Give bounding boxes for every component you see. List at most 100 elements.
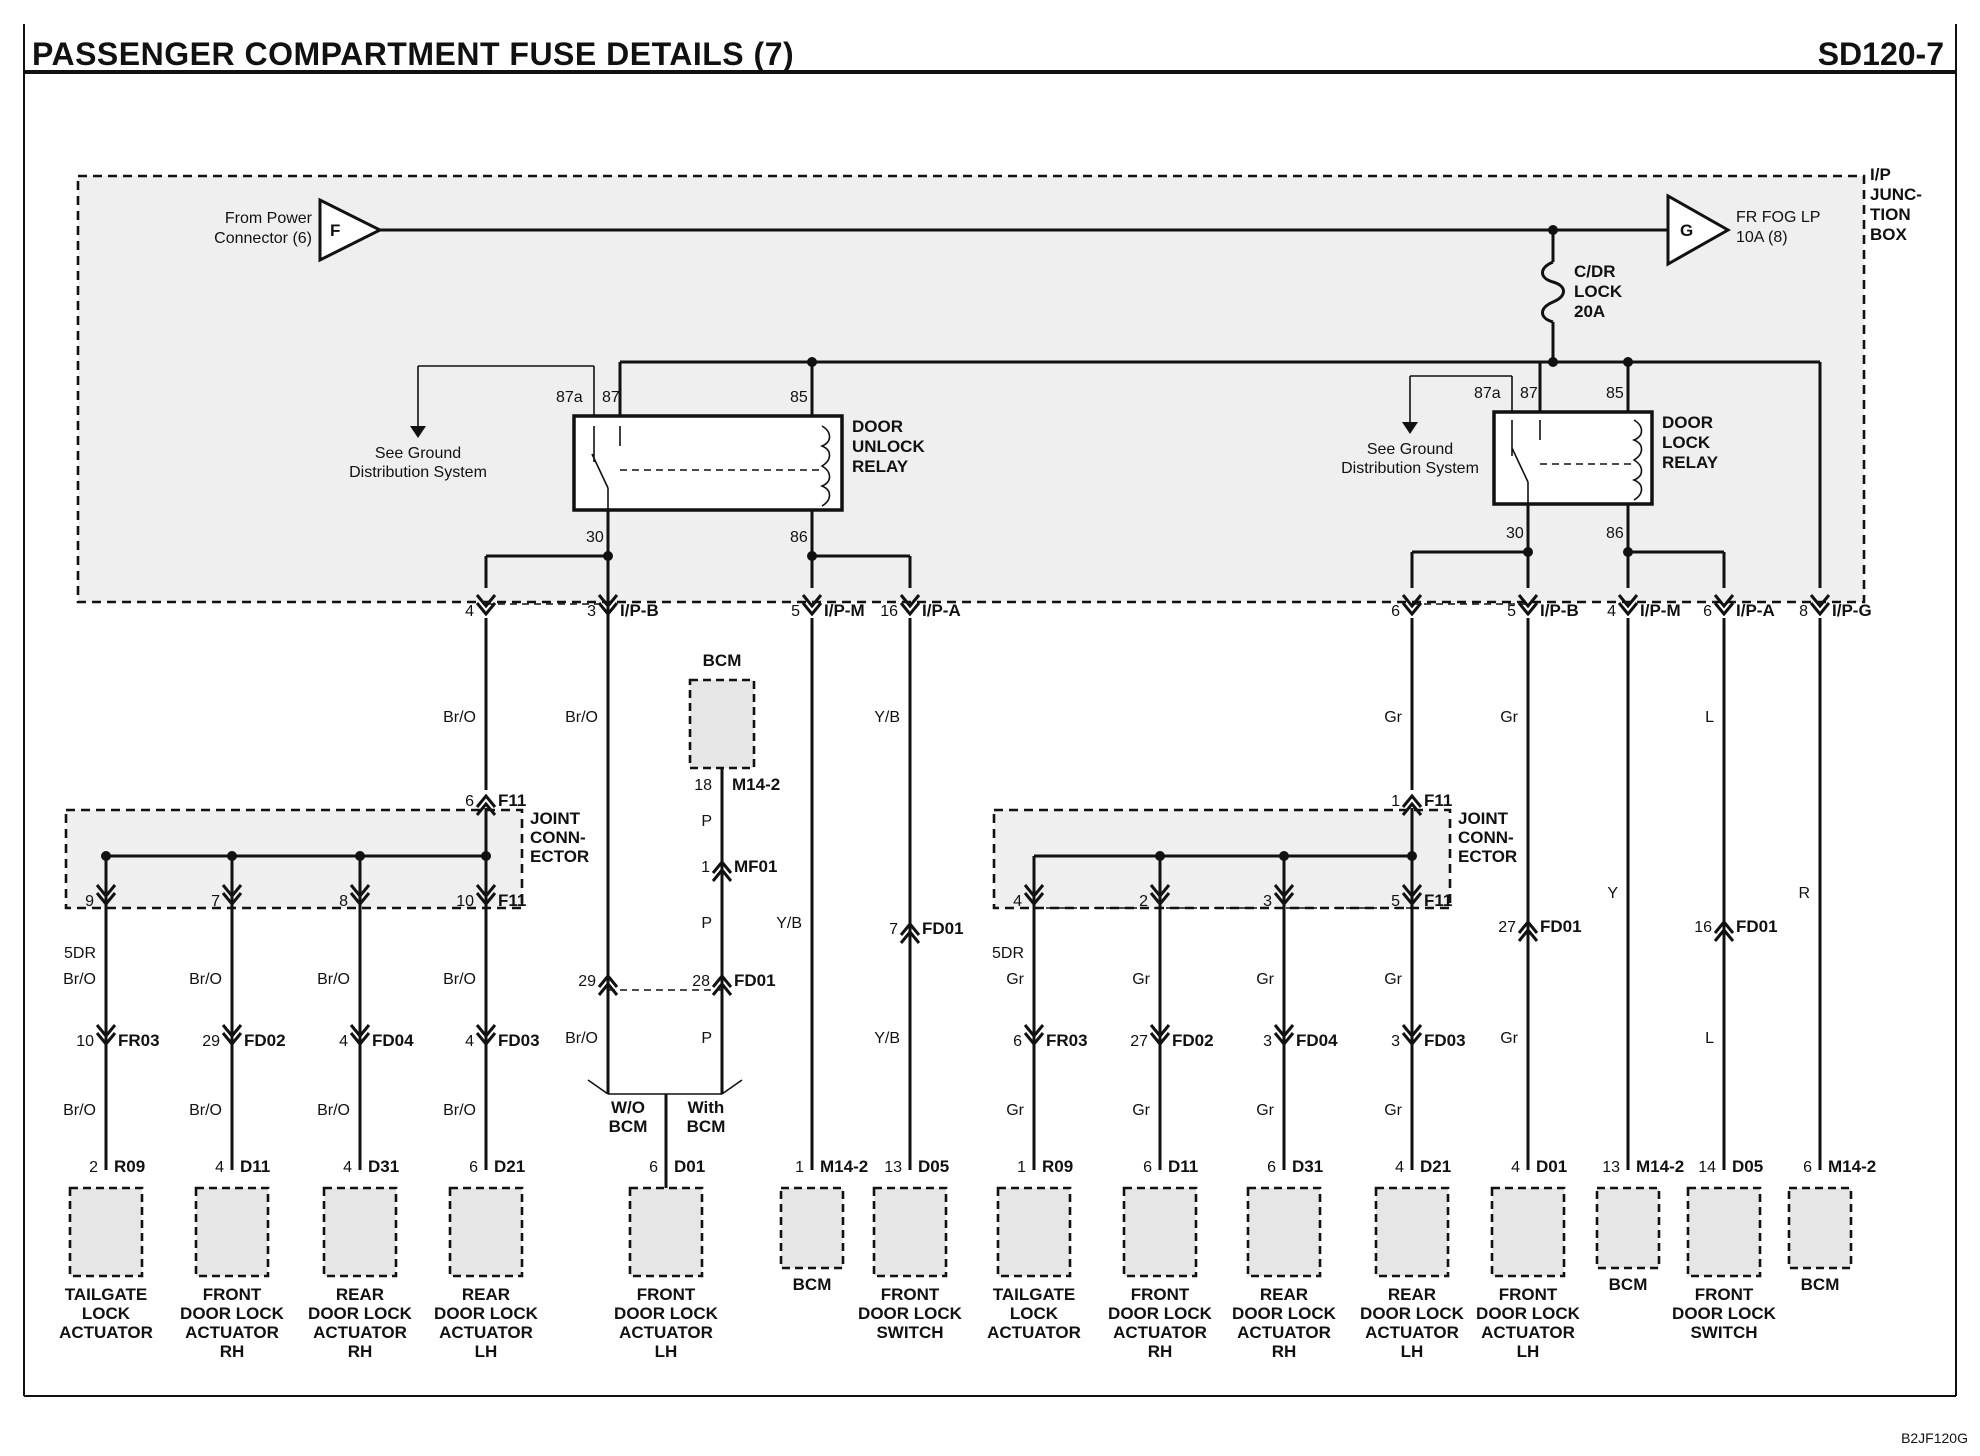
component-pin: 4 <box>1395 1159 1404 1176</box>
lock-pin-30: 30 <box>1506 525 1524 542</box>
joint-left-label-3: ECTOR <box>530 847 589 866</box>
component-box <box>1490 1186 1566 1278</box>
connector-chevron-icon <box>1617 594 1639 609</box>
connector-chevron-icon <box>1713 927 1735 942</box>
connector-chevron-icon <box>475 602 497 617</box>
connector-chevron-icon <box>1273 892 1295 907</box>
power-in-letter: F <box>330 221 340 240</box>
connector-chevron-icon <box>597 981 619 996</box>
wire-color-label: Br/O <box>189 971 222 988</box>
component-conn: R09 <box>114 1157 145 1176</box>
connector-chevron-icon <box>1809 594 1831 609</box>
connector-chevron-icon <box>95 1032 117 1047</box>
lock-relay-coil <box>1631 419 1643 501</box>
connector-chevron-icon <box>711 859 733 874</box>
joint-right-label-3: ECTOR <box>1458 847 1517 866</box>
fd01-c-conn: FD01 <box>1736 917 1778 936</box>
connector-chevron-icon <box>1713 919 1735 934</box>
wire-color-label: Gr <box>1384 709 1402 726</box>
junction-box-fill <box>78 176 1864 602</box>
joint-left-out-pin: 7 <box>211 893 220 910</box>
jbox-label-1: I/P <box>1870 165 1891 184</box>
component-name: TAILGATE <box>993 1285 1075 1304</box>
connector-chevron-icon <box>1023 892 1045 907</box>
right-mid-conn-conn: FR03 <box>1046 1031 1088 1050</box>
connector-chevron-icon <box>711 981 733 996</box>
fd01-a-conn: FD01 <box>922 919 964 938</box>
component-name: ACTUATOR <box>185 1323 279 1342</box>
unlock-pin-30: 30 <box>586 529 604 546</box>
component-name: LOCK <box>1010 1304 1059 1323</box>
component-name: ACTUATOR <box>59 1323 153 1342</box>
bcm-module <box>779 1186 845 1270</box>
component-name: DOOR LOCK <box>1108 1304 1213 1323</box>
component-name: LH <box>1401 1342 1424 1361</box>
split-ticks <box>587 1079 743 1095</box>
connector-chevron-icon <box>899 594 921 609</box>
component-name: LH <box>1517 1342 1540 1361</box>
connector-chevron-icon <box>1517 927 1539 942</box>
component-conn: D01 <box>674 1157 705 1176</box>
connector-chevron-icon <box>349 884 371 899</box>
jbox-output-pin: 6 <box>1703 603 1712 620</box>
component-box <box>194 1186 270 1278</box>
wire-color-label: P <box>701 813 712 830</box>
right-mid-conn-pin: 6 <box>1013 1033 1022 1050</box>
component-name: ACTUATOR <box>1365 1323 1459 1342</box>
wire-color-label: Br/O <box>565 1030 598 1047</box>
component-name: BCM <box>1801 1275 1840 1294</box>
split-wo-2: BCM <box>609 1117 648 1136</box>
component-name: DOOR LOCK <box>1232 1304 1337 1323</box>
component-pin: 6 <box>1803 1159 1812 1176</box>
component-name: ACTUATOR <box>987 1323 1081 1342</box>
connector-chevron-icon <box>221 1032 243 1047</box>
fuse-label-2: LOCK <box>1574 282 1623 301</box>
door-lock-relay <box>1492 410 1654 506</box>
left-mid-conn-pin: 10 <box>76 1033 94 1050</box>
component-name: ACTUATOR <box>313 1323 407 1342</box>
connector-chevron-icon <box>1401 602 1423 617</box>
joint-right-fill <box>994 810 1450 908</box>
connector-chevron-icon <box>1401 884 1423 899</box>
unlock-pin-85: 85 <box>790 389 808 406</box>
component-pin: 14 <box>1698 1159 1716 1176</box>
left-mid-conn-conn: FD04 <box>372 1031 414 1050</box>
component-conn: D01 <box>1536 1157 1567 1176</box>
unlock-relay-name-2: UNLOCK <box>852 437 925 456</box>
split-wo-1: W/O <box>611 1098 645 1117</box>
bcm-top-conn: M14-2 <box>732 775 780 794</box>
lock-relay-switch <box>1511 420 1541 504</box>
connector-chevron-icon <box>597 973 619 988</box>
component-pin: 2 <box>89 1159 98 1176</box>
power-in-marker: F <box>318 197 384 263</box>
left-mid-conn-conn: FD02 <box>244 1031 286 1050</box>
joint-right-out-pin: 4 <box>1013 893 1022 910</box>
component-box <box>628 1186 704 1278</box>
left-mid-conn-conn: FD03 <box>498 1031 540 1050</box>
lock-relay-name-1: DOOR <box>1662 413 1713 432</box>
connector-chevron-icon <box>475 793 497 808</box>
component-name: SWITCH <box>876 1323 943 1342</box>
ground-note-1: See Ground <box>375 445 461 462</box>
power-out-marker: G <box>1666 193 1732 267</box>
jbox-output-conn: I/P-M <box>824 601 865 620</box>
connector-chevron-icon <box>1401 801 1423 816</box>
connector-chevron-icon <box>475 801 497 816</box>
joint-left-out-pin: 8 <box>339 893 348 910</box>
left-mid-conn-pin: 29 <box>202 1033 220 1050</box>
connector-chevron-icon <box>801 602 823 617</box>
joint-left-out-conn: F11 <box>498 891 526 910</box>
jbox-label-3: TION <box>1870 205 1911 224</box>
component-name: RH <box>220 1342 245 1361</box>
connector-chevron-icon <box>349 1024 371 1039</box>
ground-arrow-icon <box>1402 422 1418 434</box>
unlock-pin-87a: 87a <box>556 389 583 406</box>
component-conn: D31 <box>1292 1157 1323 1176</box>
connector-chevron-icon <box>95 892 117 907</box>
unlock-pin-86: 86 <box>790 529 808 546</box>
jbox-output-pin: 16 <box>880 603 898 620</box>
component-name: DOOR LOCK <box>1476 1304 1581 1323</box>
connector-chevron-icon <box>597 594 619 609</box>
wire-color-label: Br/O <box>63 1102 96 1119</box>
